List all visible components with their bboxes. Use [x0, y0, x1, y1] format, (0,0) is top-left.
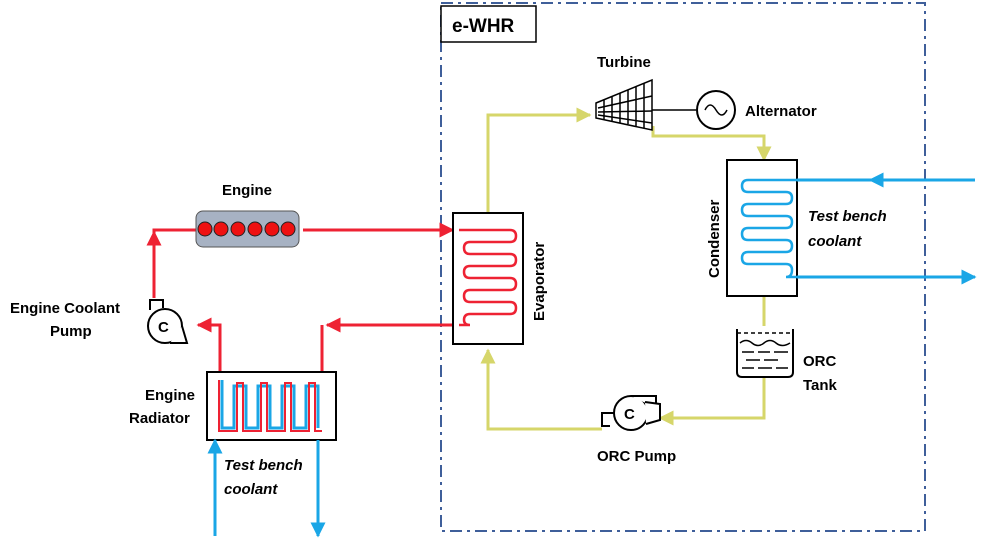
- bench-coolant-top-label-line2: coolant: [808, 233, 862, 250]
- orc-tank-label-line2: Tank: [803, 377, 838, 394]
- orc-pump-icon-c: C: [624, 406, 635, 423]
- orc-tank-icon: [736, 329, 794, 378]
- engine-radiator-label-line1: Engine: [145, 387, 195, 404]
- e-whr-title: e-WHR: [452, 16, 515, 37]
- cylinder: [213, 221, 229, 237]
- evaporator-coil: [459, 228, 518, 327]
- orc-tank-label-line1: ORC: [803, 353, 837, 370]
- engine-loop: [146, 222, 455, 372]
- turbine-icon: [595, 78, 653, 131]
- engine-radiator-label-line2: Radiator: [129, 410, 190, 427]
- engine: [195, 210, 300, 248]
- condenser-label: Condenser: [706, 199, 723, 278]
- radiator-coolant-lines: [207, 438, 326, 538]
- bench-coolant-bottom-label-line2: coolant: [224, 481, 278, 498]
- condenser-coolant-lines: [797, 172, 977, 285]
- orc-pump-label: ORC Pump: [597, 448, 676, 465]
- condenser: [726, 159, 800, 297]
- e-whr-boundary: [440, 2, 926, 532]
- alternator-icon: [696, 90, 736, 130]
- coolant-pump-icon-c: C: [158, 319, 169, 336]
- bench-coolant-top-label-line1: Test bench: [808, 208, 887, 225]
- cylinder: [247, 221, 263, 237]
- engine-coolant-pump: [147, 299, 189, 344]
- engine-label: Engine: [222, 182, 272, 199]
- bench-coolant-bottom-label-line1: Test bench: [224, 457, 303, 474]
- e-whr-title-box: [440, 5, 537, 43]
- orc-loop: [480, 107, 772, 431]
- engine-coolant-pump-label-line2: Pump: [50, 323, 92, 340]
- radiator-blue-coil: [220, 380, 320, 430]
- cylinder: [264, 221, 280, 237]
- cylinder: [197, 221, 213, 237]
- evaporator: [452, 212, 524, 345]
- alternator-label: Alternator: [745, 103, 817, 120]
- cylinder: [230, 221, 246, 237]
- engine-radiator: [206, 371, 337, 441]
- orc-pump-icon: [601, 395, 661, 431]
- radiator-red-coil: [218, 380, 322, 432]
- turbine-label: Turbine: [597, 54, 651, 71]
- condenser-coil: [740, 178, 800, 279]
- evaporator-label: Evaporator: [531, 242, 548, 321]
- cylinder: [280, 221, 296, 237]
- engine-coolant-pump-label-line1: Engine Coolant: [10, 300, 120, 317]
